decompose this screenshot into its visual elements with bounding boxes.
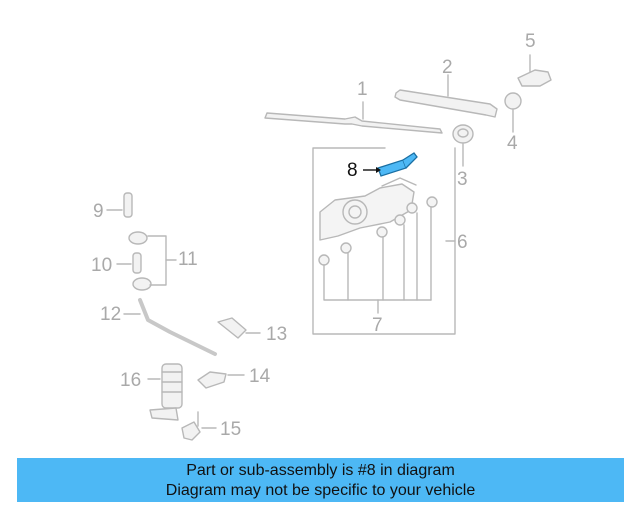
callout-11: 11 [178, 249, 198, 270]
callout-6: 6 [457, 232, 468, 253]
part-1-wiper-blade [264, 101, 443, 134]
part-10-11-hose-set [116, 231, 177, 291]
part-7-bushings [318, 196, 438, 314]
callout-3: 3 [457, 169, 468, 190]
callout-13: 13 [266, 324, 288, 345]
part-16-pump [147, 363, 183, 421]
part-9-connector [106, 192, 133, 218]
callout-1: 1 [357, 79, 368, 100]
callout-10: 10 [91, 255, 113, 276]
callout-16: 16 [120, 370, 142, 391]
callout-8: 8 [347, 160, 358, 181]
callout-9: 9 [93, 201, 104, 222]
part-2-wiper-arm [394, 74, 498, 118]
part-6-motor-assembly-box [312, 147, 456, 335]
part-8-highlighted [363, 152, 418, 177]
callout-2: 2 [442, 57, 453, 78]
callout-15: 15 [220, 419, 242, 440]
part-14-connector [197, 371, 245, 389]
part-15-elbow [181, 411, 217, 441]
callout-4: 4 [507, 133, 518, 154]
callout-5: 5 [525, 31, 536, 52]
part-4-cap [504, 92, 522, 133]
parts-diagram [106, 54, 552, 441]
callout-7: 7 [372, 315, 383, 336]
part-5-nozzle [517, 54, 552, 87]
info-banner: Part or sub-assembly is #8 in diagram Di… [17, 458, 624, 502]
callout-12: 12 [100, 304, 122, 325]
part-13-connector [217, 317, 261, 339]
part-12-washer-hose [123, 298, 217, 356]
callout-14: 14 [249, 366, 271, 387]
banner-line-2: Diagram may not be specific to your vehi… [165, 482, 476, 499]
part-3-grommet [452, 124, 474, 167]
banner-line-1: Part or sub-assembly is #8 in diagram [186, 462, 455, 479]
